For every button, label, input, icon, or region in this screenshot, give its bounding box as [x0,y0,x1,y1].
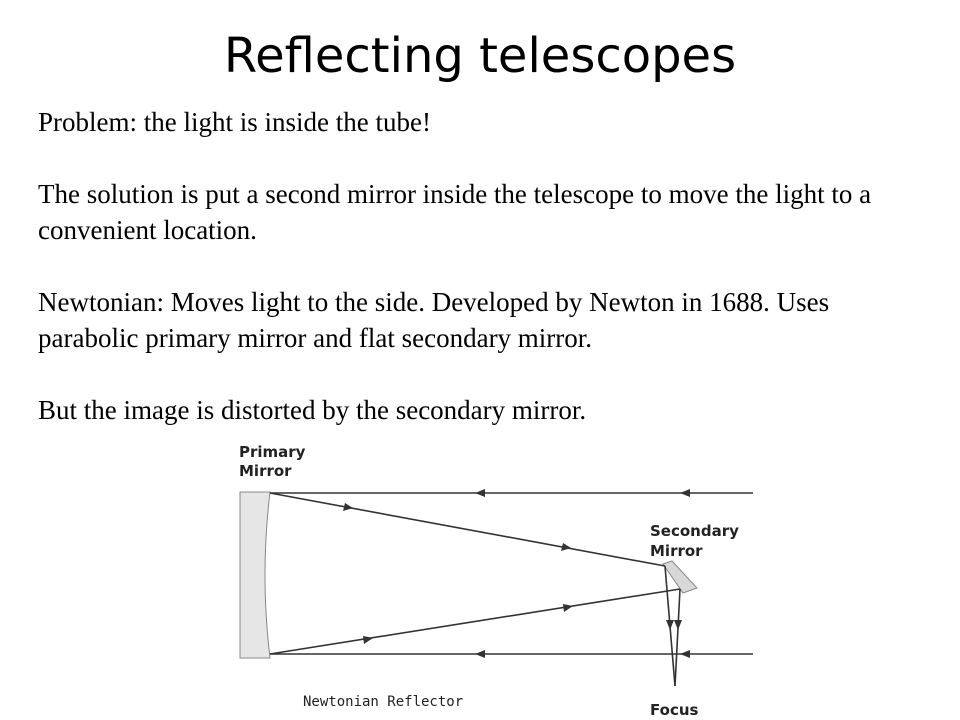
ray-arrows [343,489,690,658]
arrow-reflected-top-1 [343,503,353,511]
paragraph-distortion: But the image is distorted by the second… [38,395,587,425]
focus-label: Focus [650,701,699,719]
arrow-incoming-top-2 [475,489,485,497]
arrow-reflected-top-2 [561,543,571,551]
arrow-incoming-bottom-1 [680,650,690,658]
paragraph-newtonian: Newtonian: Moves light to the side. Deve… [38,287,830,353]
slide-body: Problem: the light is inside the tube! T… [38,104,918,428]
reflected-ray-top [269,492,666,567]
arrow-reflected-bottom-2 [563,604,573,612]
reflected-ray-bottom [269,588,681,655]
slide-title: Reflecting telescopes [223,28,737,84]
secondary-mirror-label-line1: Secondary [650,522,739,540]
secondary-mirror [662,560,698,594]
diverted-ray-right [674,588,681,687]
arrow-reflected-bottom-1 [363,636,373,644]
arrow-incoming-top-1 [680,489,690,497]
primary-mirror-label-line2: Mirror [239,462,292,480]
arrow-incoming-bottom-2 [475,650,485,658]
paragraph-solution: The solution is put a second mirror insi… [38,179,872,245]
newtonian-reflector-diagram: Primary Mirror Secondary Mirror Focus Ne… [239,443,753,719]
diagram-caption: Newtonian Reflector [303,694,463,710]
secondary-mirror-label-line2: Mirror [650,542,703,560]
arrow-diverted-left [666,620,674,630]
primary-mirror [239,491,271,659]
arrow-diverted-right [674,620,682,630]
primary-mirror-label-line1: Primary [239,443,306,461]
paragraph-problem: Problem: the light is inside the tube! [38,107,431,137]
